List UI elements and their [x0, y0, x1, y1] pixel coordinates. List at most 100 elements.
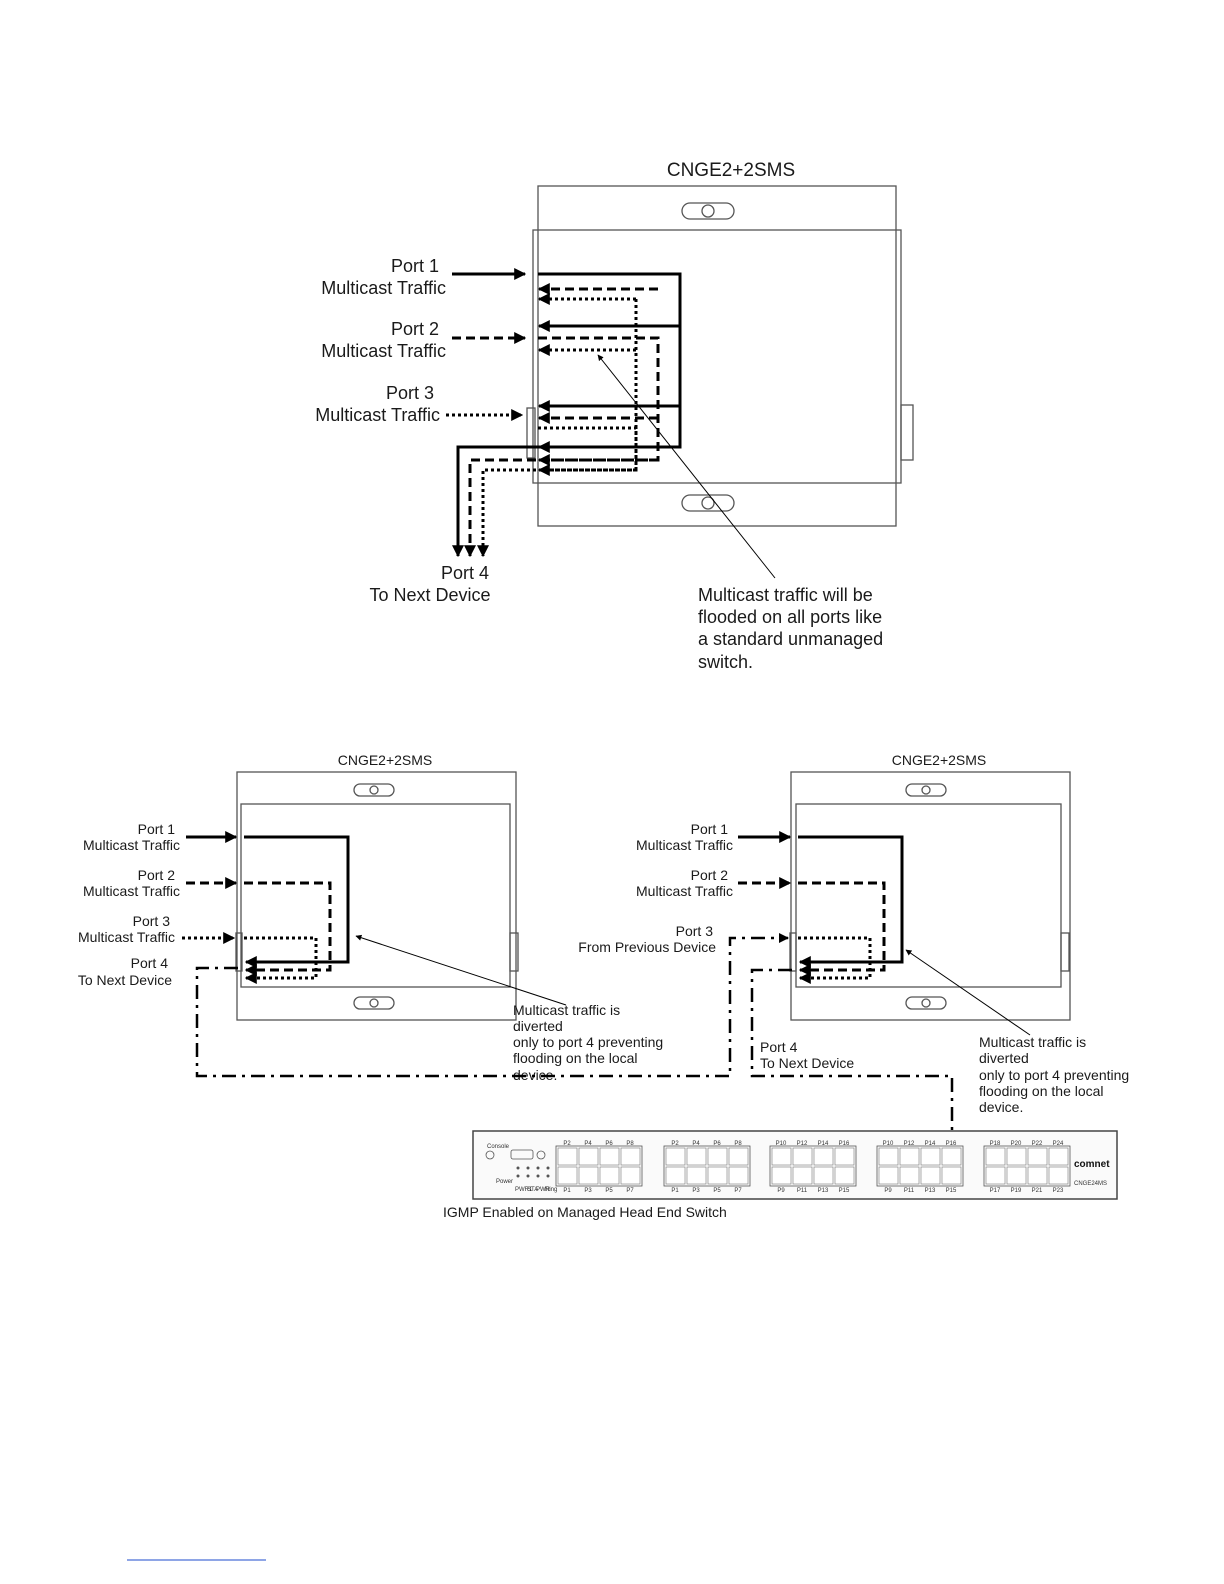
switch-port-bottom[interactable]	[920, 1166, 941, 1185]
switch-port-bottom[interactable]	[1048, 1166, 1069, 1185]
switch-port-top[interactable]	[599, 1147, 620, 1166]
top-port1-sublabel: Multicast Traffic	[321, 278, 446, 298]
switch-port-bottom[interactable]	[813, 1166, 834, 1185]
switch-port-top[interactable]	[834, 1147, 855, 1166]
chain-left-to-right-link	[195, 933, 789, 1078]
switch-port-top[interactable]	[792, 1147, 813, 1166]
switch-port-bottom[interactable]	[665, 1166, 686, 1185]
serial-port-icon	[510, 1149, 534, 1160]
switch-port-top[interactable]	[578, 1147, 599, 1166]
port-label-top: P24	[1053, 1141, 1064, 1147]
port-label-bottom: P7	[734, 1188, 742, 1194]
switch-port-bottom[interactable]	[899, 1166, 920, 1185]
switch-port-top[interactable]	[707, 1147, 728, 1166]
switch-port-top[interactable]	[878, 1147, 899, 1166]
switch-port-top[interactable]	[941, 1147, 962, 1166]
left-port1-sublabel: Multicast Traffic	[83, 837, 180, 853]
switch-port-bottom[interactable]	[1027, 1166, 1048, 1185]
left-diagram-title: CNGE2+2SMS	[338, 752, 433, 768]
top-diagram: CNGE2+2SMS Port 1 Multicast Traffic Port…	[315, 160, 914, 672]
port-group-4	[876, 1145, 964, 1187]
port-label-top: P10	[776, 1141, 787, 1147]
left-diagram: CNGE2+2SMS Port 1 Multicast Traffic Port…	[78, 752, 663, 1083]
port-label-top: P14	[925, 1141, 936, 1147]
switch-port-bottom[interactable]	[599, 1166, 620, 1185]
port-label-bottom: P15	[839, 1188, 850, 1194]
led-label-pwr1: PWR1	[515, 1187, 533, 1193]
brand-logo: comnet	[1074, 1159, 1110, 1170]
left-note-line4: flooding on the local	[513, 1050, 638, 1066]
left-port1-label: Port 1	[138, 821, 176, 837]
switch-port-top[interactable]	[985, 1147, 1006, 1166]
left-switch-device	[235, 771, 519, 1021]
port-label-bottom: P11	[797, 1188, 808, 1194]
right-switch-device	[789, 771, 1071, 1021]
left-note-line5: device.	[513, 1067, 557, 1083]
model-label: CNGE24MS	[1074, 1181, 1107, 1187]
top-port2-sublabel: Multicast Traffic	[321, 341, 446, 361]
head-end-caption: IGMP Enabled on Managed Head End Switch	[443, 1204, 727, 1220]
switch-port-top[interactable]	[771, 1147, 792, 1166]
switch-port-bottom[interactable]	[578, 1166, 599, 1185]
right-port2-label: Port 2	[691, 867, 729, 883]
switch-port-top[interactable]	[1048, 1147, 1069, 1166]
port-label-bottom: P11	[904, 1188, 915, 1194]
switch-port-top[interactable]	[620, 1147, 641, 1166]
port-label-bottom: P3	[692, 1188, 700, 1194]
port-label-bottom: P13	[818, 1188, 829, 1194]
top-port2-label: Port 2	[391, 319, 439, 339]
switch-port-top[interactable]	[665, 1147, 686, 1166]
port-label-top: P16	[946, 1141, 957, 1147]
top-port4-label: Port 4	[441, 563, 489, 583]
switch-port-top[interactable]	[1027, 1147, 1048, 1166]
port-label-bottom: P3	[584, 1188, 592, 1194]
switch-port-bottom[interactable]	[878, 1166, 899, 1185]
led-label-pwr: PWR	[536, 1187, 551, 1193]
switch-port-bottom[interactable]	[686, 1166, 707, 1185]
switch-port-top[interactable]	[899, 1147, 920, 1166]
status-leds	[516, 1166, 550, 1178]
switch-port-top[interactable]	[686, 1147, 707, 1166]
port-label-bottom: P21	[1032, 1188, 1043, 1194]
left-dashed-flow	[244, 881, 332, 976]
right-note-line1: Multicast traffic is	[979, 1034, 1086, 1050]
port-label-bottom: P5	[605, 1188, 613, 1194]
left-port3-label: Port 3	[133, 913, 171, 929]
led-label-sta: STA	[527, 1187, 538, 1193]
top-dashed-flow	[464, 283, 660, 558]
right-solid-flow	[798, 835, 904, 968]
led-label-ring: Ring	[545, 1187, 557, 1193]
switch-port-top[interactable]	[920, 1147, 941, 1166]
switch-port-bottom[interactable]	[941, 1166, 962, 1185]
switch-port-top[interactable]	[813, 1147, 834, 1166]
switch-port-top[interactable]	[557, 1147, 578, 1166]
right-note-line2: diverted	[979, 1050, 1029, 1066]
switch-port-top[interactable]	[1006, 1147, 1027, 1166]
switch-port-bottom[interactable]	[1006, 1166, 1027, 1185]
port-label-top: P4	[692, 1141, 700, 1147]
right-port3-label: Port 3	[676, 923, 714, 939]
switch-port-bottom[interactable]	[728, 1166, 749, 1185]
top-port1-label: Port 1	[391, 256, 439, 276]
switch-port-bottom[interactable]	[557, 1166, 578, 1185]
top-port4-sublabel: To Next Device	[369, 585, 490, 605]
port-label-top: P2	[671, 1141, 679, 1147]
switch-port-bottom[interactable]	[985, 1166, 1006, 1185]
chain-right-to-headend-link	[750, 968, 957, 1157]
right-note-line5: device.	[979, 1099, 1023, 1115]
port-group-1	[555, 1145, 643, 1187]
console-knob-icon	[485, 1150, 495, 1160]
switch-port-top[interactable]	[728, 1147, 749, 1166]
power-label: Power	[496, 1179, 513, 1185]
switch-port-bottom[interactable]	[771, 1166, 792, 1185]
switch-port-bottom[interactable]	[792, 1166, 813, 1185]
switch-port-bottom[interactable]	[620, 1166, 641, 1185]
right-note-line4: flooding on the local	[979, 1083, 1104, 1099]
switch-port-bottom[interactable]	[707, 1166, 728, 1185]
top-switch-device	[526, 185, 914, 527]
right-port1-label: Port 1	[691, 821, 729, 837]
left-note-line1: Multicast traffic is	[513, 1002, 620, 1018]
port-label-bottom: P15	[946, 1188, 957, 1194]
switch-port-bottom[interactable]	[834, 1166, 855, 1185]
right-dotted-flow	[798, 936, 872, 984]
